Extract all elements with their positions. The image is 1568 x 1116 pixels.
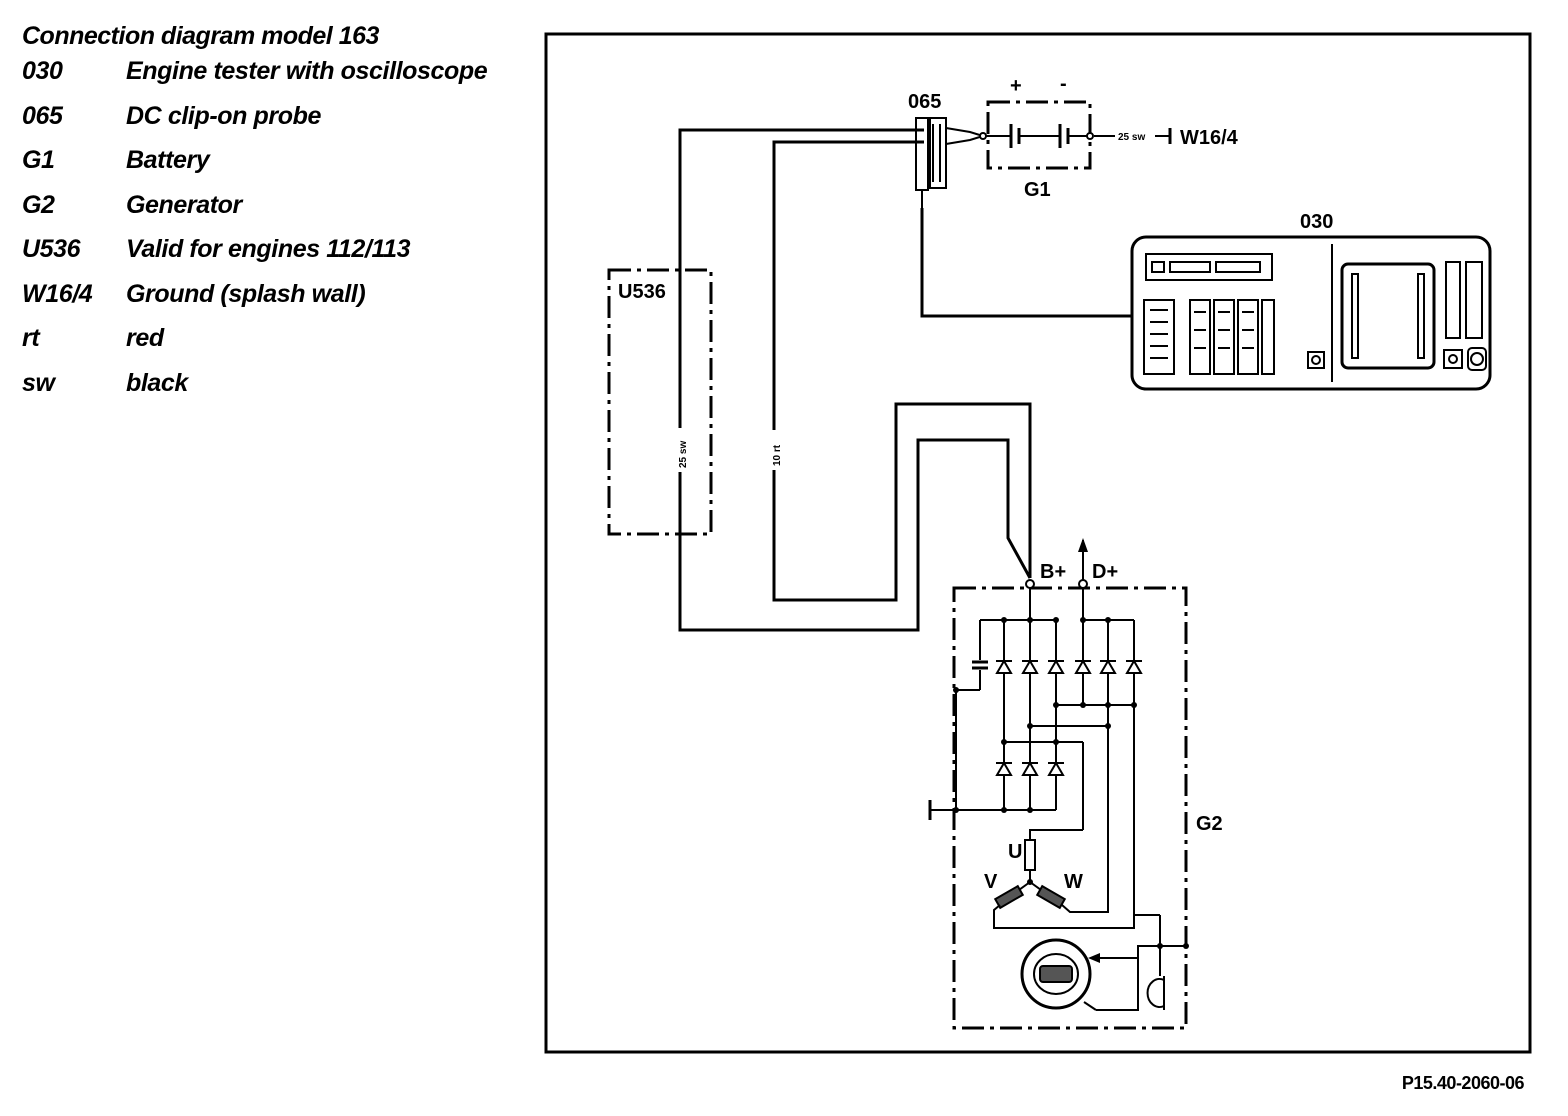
legend-code: W16/4 [22, 279, 93, 308]
legend-code: U536 [22, 235, 81, 263]
tester-label: 030 [1300, 211, 1333, 233]
phase-v-label: V [984, 871, 998, 893]
u536-box [607, 268, 713, 536]
d-plus-label: D+ [1092, 561, 1118, 583]
generator-box [952, 586, 1188, 1030]
legend-desc: Valid for engines 112/113 [126, 235, 411, 263]
probe-label: 065 [908, 91, 941, 113]
legend-desc: Ground (splash wall) [126, 279, 366, 308]
legend-item: 030 Engine tester with oscilloscope [20, 57, 488, 102]
black-wire [678, 128, 1032, 632]
legend-code: rt [22, 324, 40, 352]
legend-item: G1 Battery [20, 146, 379, 191]
ground-wire-label: 25 sw [1118, 132, 1145, 143]
d-plus-arrow [1078, 538, 1088, 552]
legend-item: G2 Generator [20, 191, 379, 236]
red-wire [772, 140, 1032, 602]
diagram-frame [544, 32, 1532, 1054]
engine-tester [1130, 235, 1492, 391]
generator-label: G2 [1196, 813, 1223, 835]
phase-u-label: U [1008, 841, 1022, 863]
black-wire-label: 25 sw [678, 441, 689, 468]
d-plus-terminal [1078, 579, 1088, 589]
legend-item: sw black [20, 369, 379, 414]
legend-desc: DC clip-on probe [126, 101, 321, 130]
legend-item: 065 DC clip-on probe [20, 102, 379, 147]
legend: Connection diagram model 163 030 Engine … [20, 22, 488, 414]
battery-label: G1 [1024, 179, 1051, 201]
legend-item: W16/4 Ground (splash wall) [20, 280, 379, 325]
legend-desc: Generator [126, 190, 242, 219]
figure-reference: P15.40-2060-06 [1401, 1073, 1525, 1093]
probe-lead [920, 208, 1132, 318]
legend-code: G1 [22, 146, 55, 174]
legend-code: G2 [22, 190, 55, 219]
legend-desc: Engine tester with oscilloscope [126, 57, 488, 85]
battery-plus: + [1010, 75, 1022, 97]
u536-label: U536 [618, 281, 666, 303]
rectifier-bridge [928, 588, 1143, 915]
stator-windings [993, 829, 1135, 929]
legend-code: 030 [22, 57, 63, 85]
legend-code: 065 [22, 101, 63, 130]
phase-w-label: W [1064, 871, 1083, 893]
ground-label: W16/4 [1180, 127, 1239, 149]
legend-item: U536 Valid for engines 112/113 [20, 235, 411, 280]
red-wire-label: 10 rt [772, 444, 783, 466]
legend-desc: red [126, 324, 164, 352]
rotor-regulator [1020, 914, 1189, 1011]
legend-desc: Battery [126, 146, 210, 174]
battery-minus: - [1060, 73, 1067, 95]
legend-code: sw [22, 368, 55, 397]
b-plus-terminal [1025, 579, 1035, 589]
b-plus-label: B+ [1040, 561, 1066, 583]
dc-clip-on-probe [915, 117, 987, 208]
legend-title: Connection diagram model 163 [22, 22, 379, 50]
legend-desc: black [126, 368, 188, 397]
legend-item: rt red [20, 324, 379, 369]
